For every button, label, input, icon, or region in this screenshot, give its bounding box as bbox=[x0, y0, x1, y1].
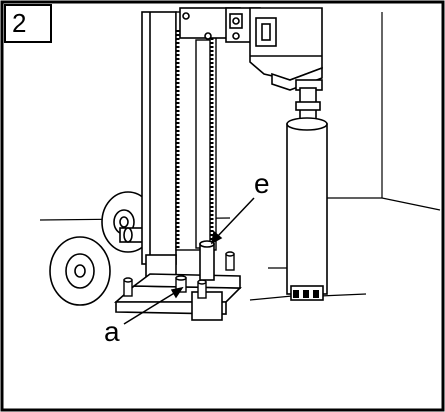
leveling-bolts bbox=[123, 251, 235, 299]
anchor-rod bbox=[199, 240, 215, 281]
leader-arrow-a bbox=[123, 286, 184, 325]
stand-column bbox=[141, 11, 177, 286]
anchor-bolt bbox=[175, 275, 187, 293]
core-bit bbox=[286, 117, 328, 301]
front-wheel bbox=[49, 236, 111, 306]
step-number: 2 bbox=[12, 8, 27, 38]
carriage bbox=[179, 7, 261, 43]
callout-label-e: e bbox=[254, 168, 270, 199]
motor-housing bbox=[249, 7, 323, 91]
toothed-rack bbox=[175, 11, 217, 251]
step-number-box bbox=[4, 4, 52, 43]
leader-arrow-e bbox=[210, 197, 255, 245]
callout-label-a: a bbox=[104, 316, 120, 347]
rack-teeth bbox=[176, 30, 214, 248]
core-bit-segments bbox=[293, 290, 319, 298]
